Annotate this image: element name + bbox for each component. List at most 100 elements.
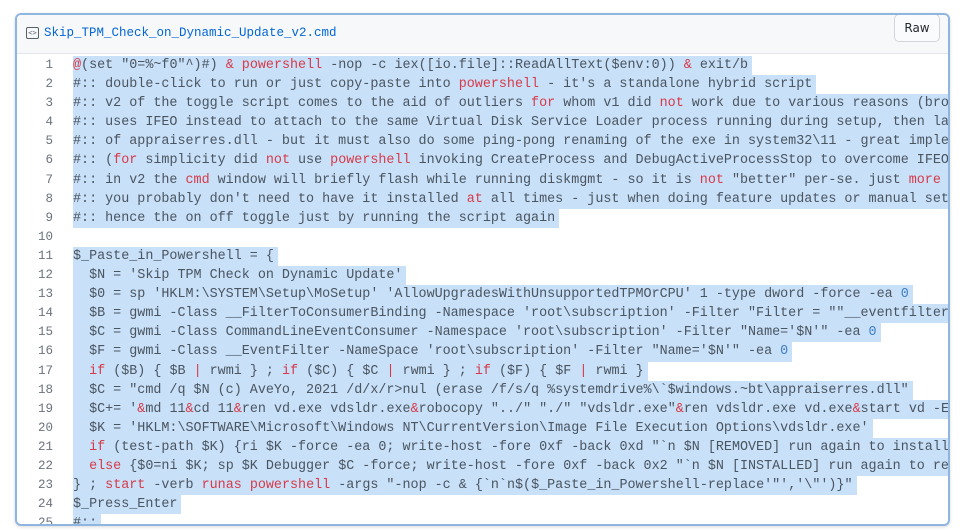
- file-viewer: <> Skip_TPM_Check_on_Dynamic_Update_v2.c…: [15, 13, 950, 526]
- line-number[interactable]: 18: [37, 382, 53, 397]
- code-line[interactable]: 24 $_Press_Enter: [17, 495, 948, 515]
- code-line[interactable]: 25 #::: [17, 514, 948, 526]
- code-line[interactable]: 21 if (test-path $K) {ri $K -force -ea 0…: [17, 437, 950, 457]
- code-line[interactable]: 10: [17, 228, 948, 247]
- code-text: @(set "0=%~f0"^)#) & powershell -nop -c …: [73, 56, 753, 76]
- code-token: -nop -c iex([io.file]::ReadAllText($env:…: [322, 58, 684, 73]
- code-token: #:: double-click to run or just copy-pas…: [73, 77, 459, 93]
- code-text: $_Press_Enter: [73, 495, 182, 515]
- code-line[interactable]: 12 $N = 'Skip TPM Check on Dynamic Updat…: [17, 266, 948, 286]
- line-number[interactable]: 5: [45, 134, 53, 149]
- code-text: $_Paste_in_Powershell = {: [73, 246, 278, 267]
- code-token: #:: you probably don't need to have it i…: [73, 191, 467, 207]
- line-number[interactable]: 23: [37, 478, 53, 493]
- code-line[interactable]: 11 $_Paste_in_Powershell = {: [17, 246, 948, 267]
- code-line[interactable]: 20 $K = 'HKLM:\SOFTWARE\Microsoft\Window…: [17, 418, 948, 438]
- keyword-token: |: [579, 363, 588, 379]
- code-line[interactable]: 3 #:: v2 of the toggle script comes to th…: [17, 94, 948, 114]
- code-line[interactable]: 4 #:: uses IFEO instead to attach to the …: [17, 113, 950, 133]
- line-number[interactable]: 22: [37, 458, 53, 473]
- line-number[interactable]: 10: [37, 229, 53, 244]
- line-number[interactable]: 20: [37, 420, 53, 435]
- line-number[interactable]: 16: [37, 344, 53, 359]
- code-line[interactable]: 5 #:: of appraiserres.dll - but it must a…: [17, 132, 948, 152]
- keyword-token: |: [193, 363, 202, 379]
- line-number[interactable]: 14: [37, 306, 53, 321]
- line-number[interactable]: 8: [45, 191, 53, 206]
- code-token: #::: [73, 516, 98, 526]
- line-number[interactable]: 6: [45, 153, 53, 168]
- code-line[interactable]: 14 $B = gwmi -Class __FilterToConsumerBi…: [17, 304, 948, 324]
- code-token: (test-path $K) {ri $K -force -ea 0; writ…: [105, 439, 950, 455]
- line-number[interactable]: 25: [37, 516, 53, 526]
- code-line[interactable]: 13 $0 = sp 'HKLM:\SYSTEM\Setup\MoSetup' …: [17, 285, 948, 305]
- code-token: [73, 364, 89, 379]
- code-token: $N = 'Skip TPM Check on Dynamic Update': [73, 268, 403, 284]
- code-line[interactable]: 1 @(set "0=%~f0"^)#) & powershell -nop -c…: [17, 56, 948, 76]
- line-number[interactable]: 17: [37, 363, 53, 378]
- code-line[interactable]: 2 #:: double-click to run or just copy-pa…: [17, 75, 948, 95]
- line-number[interactable]: 3: [45, 96, 53, 111]
- code-text: #:: of appraiserres.dll - but it must al…: [73, 132, 948, 152]
- line-number[interactable]: 2: [45, 77, 53, 92]
- code-text: #::: [73, 514, 102, 526]
- line-number[interactable]: 4: [45, 115, 53, 130]
- line-number[interactable]: 9: [45, 210, 53, 225]
- code-token: "better" per-se. just: [723, 172, 909, 188]
- code-text: #:: uses IFEO instead to attach to the s…: [73, 113, 950, 133]
- number-token: 0: [868, 325, 877, 341]
- code-token: rwmi }: [587, 363, 644, 379]
- code-line[interactable]: 9 #:: hence the on off toggle just by run…: [17, 208, 948, 228]
- code-line[interactable]: 6#:: (for simplicity did not use powersh…: [17, 151, 949, 171]
- code-text: $0 = sp 'HKLM:\SYSTEM\Setup\MoSetup' 'Al…: [73, 285, 913, 305]
- keyword-token: &: [185, 401, 194, 417]
- file-header: <> Skip_TPM_Check_on_Dynamic_Update_v2.c…: [17, 15, 948, 54]
- code-token: - it's a standalone hybrid script: [539, 77, 813, 93]
- code-line[interactable]: 8 #:: you probably don't need to have it …: [17, 189, 948, 209]
- code-token: md 11: [145, 401, 186, 417]
- code-token: rwmi } ;: [394, 363, 475, 379]
- raw-button[interactable]: Raw: [894, 15, 940, 42]
- code-line[interactable]: 17 if ($B) { $B | rwmi } ; if ($C) { $C …: [17, 361, 948, 381]
- code-token: $C = gwmi -Class CommandLineEventConsume…: [73, 325, 869, 341]
- code-token: [73, 459, 89, 474]
- code-line[interactable]: 22 else {$0=ni $K; sp $K Debugger $C -fo…: [17, 456, 948, 477]
- code-token: ($F) { $F: [490, 363, 580, 379]
- code-token: #:: uses IFEO instead to attach to the s…: [73, 115, 950, 131]
- file-name-link[interactable]: Skip_TPM_Check_on_Dynamic_Update_v2.cmd: [44, 26, 337, 40]
- line-number[interactable]: 19: [37, 401, 53, 416]
- line-number[interactable]: 13: [37, 287, 53, 302]
- code-token: use: [289, 153, 331, 169]
- code-view[interactable]: 1 @(set "0=%~f0"^)#) & powershell -nop -c…: [17, 54, 950, 526]
- code-line[interactable]: 18 $C = "cmd /q $N (c) AveYo, 2021 /d/x/…: [17, 380, 948, 400]
- code-token: $K = 'HKLM:\SOFTWARE\Microsoft\Windows N…: [73, 420, 869, 436]
- line-number[interactable]: 1: [45, 58, 53, 72]
- code-line[interactable]: 15 $C = gwmi -Class CommandLineEventCons…: [17, 323, 948, 343]
- keyword-token: cmd: [185, 172, 210, 188]
- code-text: } ; start -verb runas powershell -args "…: [73, 476, 857, 496]
- code-text: #:: v2 of the toggle script comes to the…: [73, 94, 948, 114]
- code-line[interactable]: 16 $F = gwmi -Class __EventFilter -NameS…: [17, 342, 948, 362]
- code-token: ($C) { $C: [298, 363, 387, 379]
- code-line[interactable]: 23 } ; start -verb runas powershell -args…: [17, 476, 948, 496]
- code-text: #:: in v2 the cmd window will briefly fl…: [73, 170, 948, 190]
- keyword-token: &: [137, 401, 146, 417]
- line-number[interactable]: 21: [37, 439, 53, 454]
- code-text: #:: hence the on off toggle just by runn…: [73, 208, 560, 228]
- line-number[interactable]: 24: [37, 497, 53, 512]
- code-line[interactable]: 19 $C+= '&md 11&cd 11&ren vd.exe vdsldr.…: [17, 399, 948, 419]
- keyword-token: more: [908, 172, 941, 188]
- line-number[interactable]: 7: [45, 172, 53, 187]
- keyword-token: not: [265, 153, 290, 169]
- line-number[interactable]: 11: [37, 248, 53, 263]
- code-text: if ($B) { $B | rwmi } ; if ($C) { $C | r…: [73, 361, 648, 381]
- code-text: #:: you probably don't need to have it i…: [73, 189, 948, 209]
- code-token: invoking CreateProcess and DebugActivePr…: [418, 153, 949, 169]
- line-number[interactable]: 12: [37, 268, 53, 283]
- line-number[interactable]: 15: [37, 325, 53, 340]
- code-line[interactable]: 7 #:: in v2 the cmd window will briefly f…: [17, 170, 948, 190]
- keyword-token: powershell: [241, 58, 323, 73]
- code-text: $F = gwmi -Class __EventFilter -NameSpac…: [73, 342, 793, 362]
- code-token: exit/b: [691, 58, 749, 73]
- code-token: [242, 478, 250, 493]
